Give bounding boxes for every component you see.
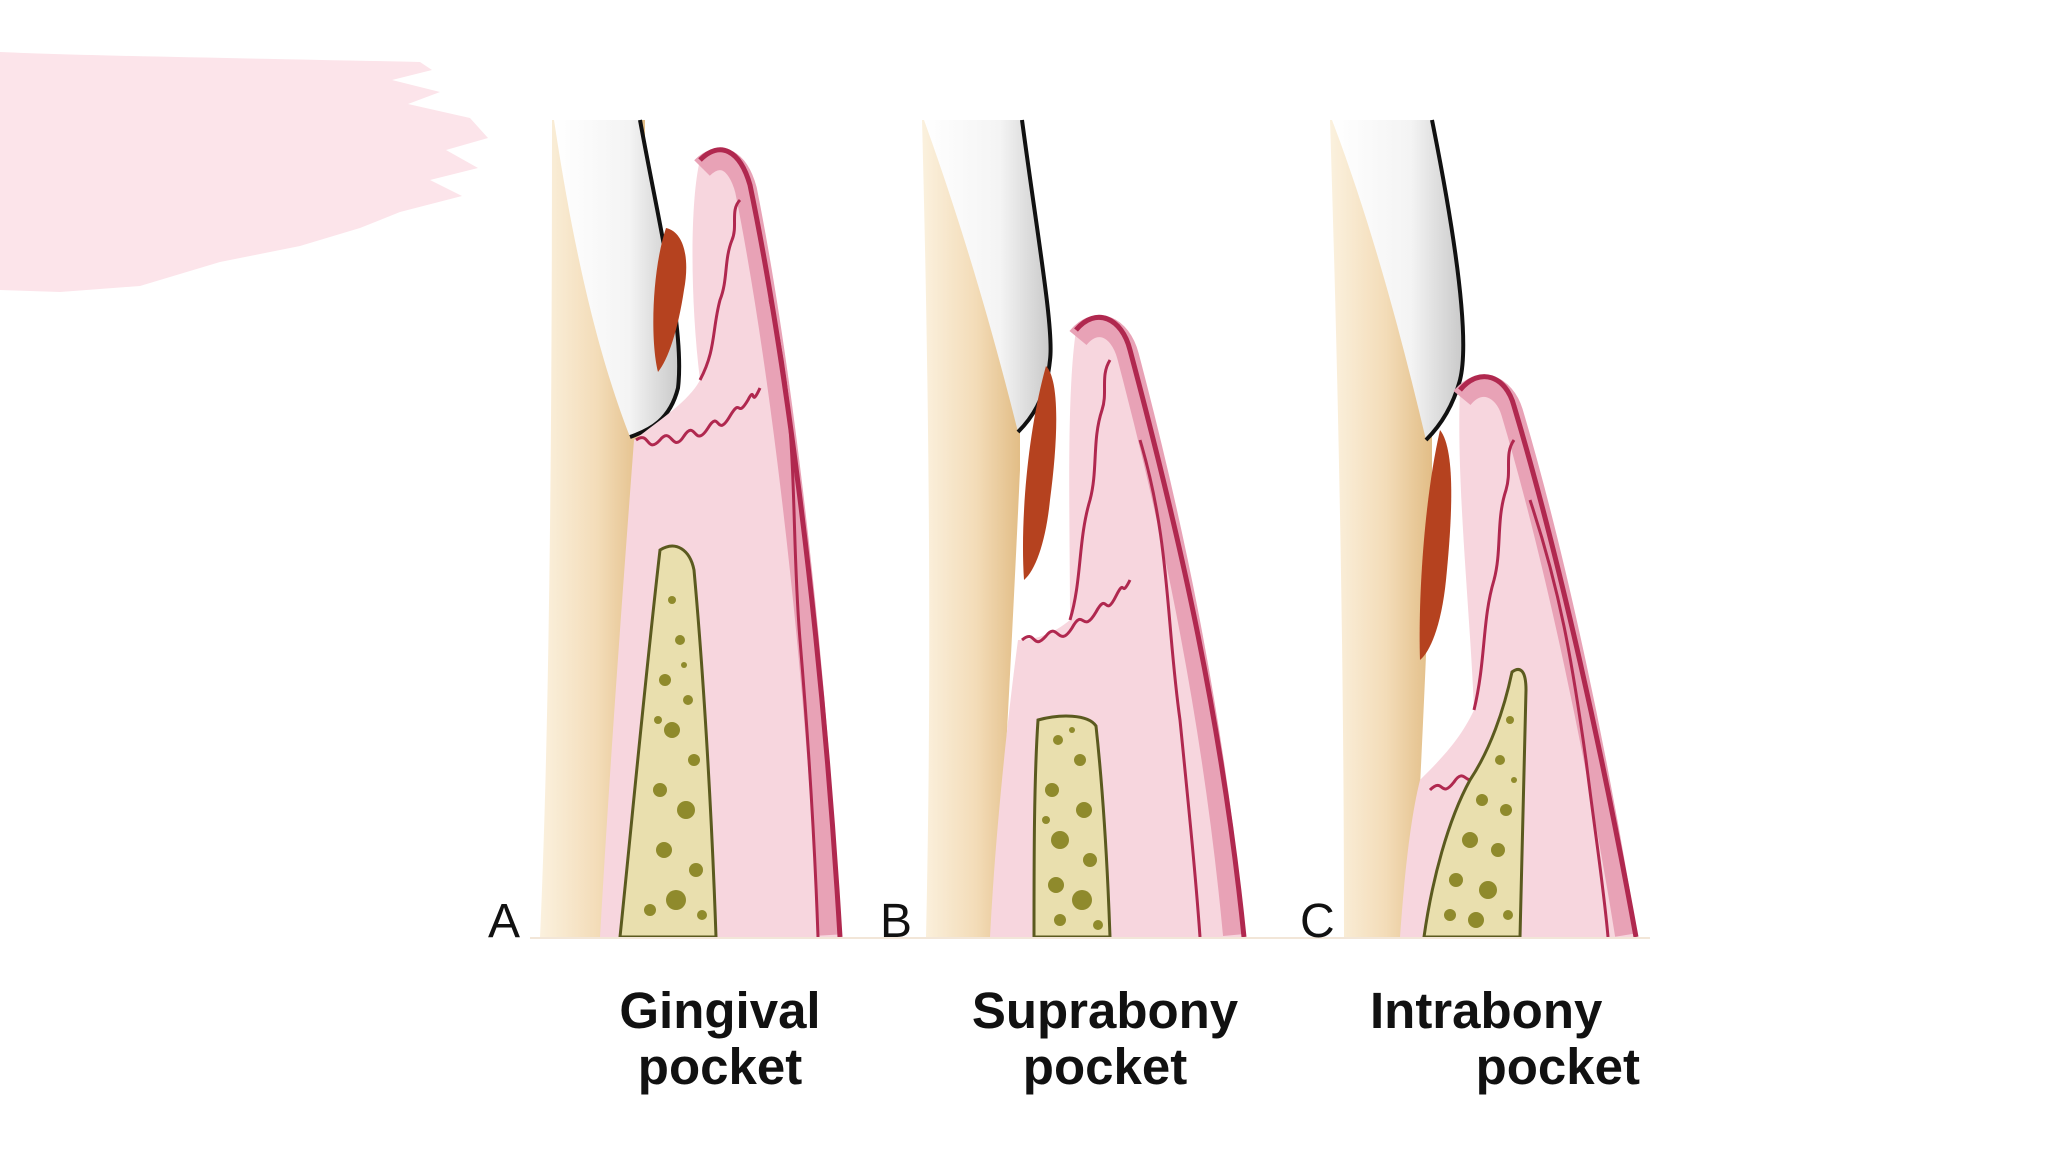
panel-b-caption: Suprabony pocket bbox=[960, 983, 1250, 1095]
panel-c-calculus bbox=[1419, 430, 1452, 660]
panel-a-letter: A bbox=[488, 895, 521, 948]
panel-a-caption: Gingival pocket bbox=[600, 983, 840, 1095]
panel-a-bone bbox=[618, 544, 718, 939]
panel-c-bone-trabeculae bbox=[1444, 716, 1517, 928]
panel-c-intrabony-illustration bbox=[1330, 119, 1639, 939]
panel-b-bone bbox=[1032, 714, 1112, 939]
panel-a-gingival-illustration bbox=[540, 119, 843, 939]
panel-b-suprabony-illustration bbox=[922, 119, 1247, 939]
panel-b-caption-line2: pocket bbox=[1022, 1038, 1188, 1095]
panel-c-caption: Intrabony pocket bbox=[1370, 983, 1640, 1095]
panel-c-letter: C bbox=[1300, 895, 1335, 948]
panel-b-letter: B bbox=[880, 895, 913, 948]
panel-b-calculus bbox=[1022, 366, 1057, 580]
panel-a-caption-line1: Gingival bbox=[619, 982, 821, 1039]
panel-a-calculus bbox=[653, 228, 687, 372]
panel-a-caption-line2: pocket bbox=[637, 1038, 803, 1095]
panel-c-enamel bbox=[1332, 120, 1464, 440]
panel-c-caption-line1: Intrabony bbox=[1370, 982, 1603, 1039]
panel-a-enamel bbox=[554, 120, 680, 437]
panel-b-bone-trabeculae bbox=[1042, 727, 1103, 930]
panel-c-caption-line2: pocket bbox=[1475, 1038, 1640, 1095]
panel-b-caption-line1: Suprabony bbox=[971, 982, 1239, 1039]
panel-c-gingiva bbox=[1400, 376, 1636, 937]
panel-b-enamel bbox=[924, 120, 1051, 432]
panel-a-bone-trabeculae bbox=[644, 596, 707, 920]
decorative-brush-stroke bbox=[0, 52, 488, 292]
